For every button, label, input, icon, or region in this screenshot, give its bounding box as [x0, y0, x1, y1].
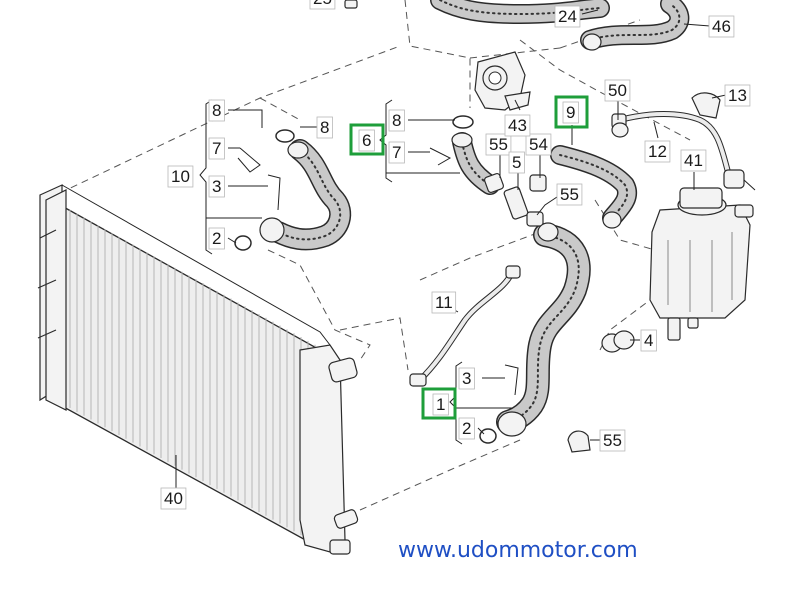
- label-part-5: 5: [512, 153, 521, 172]
- label-part-8: 8: [320, 118, 329, 137]
- label-background: [562, 101, 579, 124]
- label-part-55: 55: [489, 135, 508, 154]
- assembly-dashed-lines: [59, 0, 691, 511]
- label-part-10: 10: [171, 167, 190, 186]
- highlight-boxes: [349, 95, 589, 420]
- label-part-3: 3: [462, 369, 471, 388]
- label-part-40: 40: [164, 489, 183, 508]
- group-brackets: [199, 99, 463, 445]
- radiator: [37, 184, 359, 555]
- label-part-43: 43: [508, 116, 527, 135]
- hose-1: [496, 223, 591, 437]
- label-background: [458, 367, 475, 390]
- label-part-12: 12: [648, 142, 667, 161]
- label-background: [504, 114, 531, 137]
- label-background: [160, 487, 187, 510]
- label-background: [208, 137, 225, 160]
- leader-lines: [175, 9, 727, 488]
- label-background: [309, 0, 336, 10]
- label-background: [432, 393, 449, 416]
- label-part-4: 4: [644, 331, 653, 350]
- label-background: [640, 329, 657, 352]
- label-background: [604, 79, 631, 102]
- label-part-6: 6: [362, 131, 371, 150]
- label-background: [508, 151, 525, 174]
- label-part-8: 8: [212, 101, 221, 120]
- label-background: [431, 291, 457, 314]
- label-background: [208, 99, 225, 122]
- hose-46: [580, 0, 690, 51]
- label-background: [644, 140, 671, 163]
- label-part-2: 2: [462, 419, 471, 438]
- label-background: [316, 116, 333, 139]
- label-background: [388, 141, 405, 164]
- label-background: [208, 175, 225, 198]
- label-background: [458, 417, 475, 440]
- label-background: [708, 15, 735, 38]
- label-part-2: 2: [212, 229, 221, 248]
- label-part-3: 3: [212, 177, 221, 196]
- bleed-pipes: [409, 111, 756, 387]
- label-part-7: 7: [212, 139, 221, 158]
- label-part-41: 41: [684, 151, 703, 170]
- label-part-1: 1: [436, 395, 445, 414]
- label-part-25: 25: [313, 0, 332, 8]
- label-part-11: 11: [435, 293, 453, 312]
- hose-6: [451, 132, 500, 195]
- label-part-50: 50: [608, 81, 627, 100]
- label-background: [525, 133, 552, 156]
- highlight-box-part-9: [554, 95, 589, 129]
- label-background: [724, 84, 751, 107]
- label-part-13: 13: [728, 86, 747, 105]
- highlight-box-part-6: [349, 123, 385, 156]
- fittings: [234, 0, 721, 453]
- label-part-55: 55: [560, 185, 579, 204]
- label-background: [556, 183, 583, 206]
- label-background: [599, 429, 626, 452]
- label-part-24: 24: [558, 7, 577, 26]
- label-background: [485, 133, 512, 156]
- hose-10: [259, 139, 352, 251]
- label-background: [388, 109, 405, 132]
- label-part-8: 8: [392, 111, 401, 130]
- highlight-box-part-1: [421, 387, 457, 420]
- label-part-55: 55: [603, 431, 622, 450]
- label-background: [208, 227, 225, 250]
- label-background: [167, 165, 194, 188]
- hose-9: [550, 145, 638, 229]
- label-background: [554, 5, 581, 28]
- label-part-9: 9: [566, 103, 575, 122]
- callout-labels: 8 8 7 10 3 2 8 6 7 55 5 54 55 9 43 50 12…: [160, 0, 751, 510]
- label-background: [680, 149, 707, 172]
- label-part-54: 54: [529, 135, 548, 154]
- watermark: www.udommotor.com: [398, 538, 638, 563]
- label-part-7: 7: [392, 143, 401, 162]
- expansion-tank: [649, 187, 754, 341]
- label-background: [358, 129, 375, 152]
- label-part-46: 46: [712, 17, 731, 36]
